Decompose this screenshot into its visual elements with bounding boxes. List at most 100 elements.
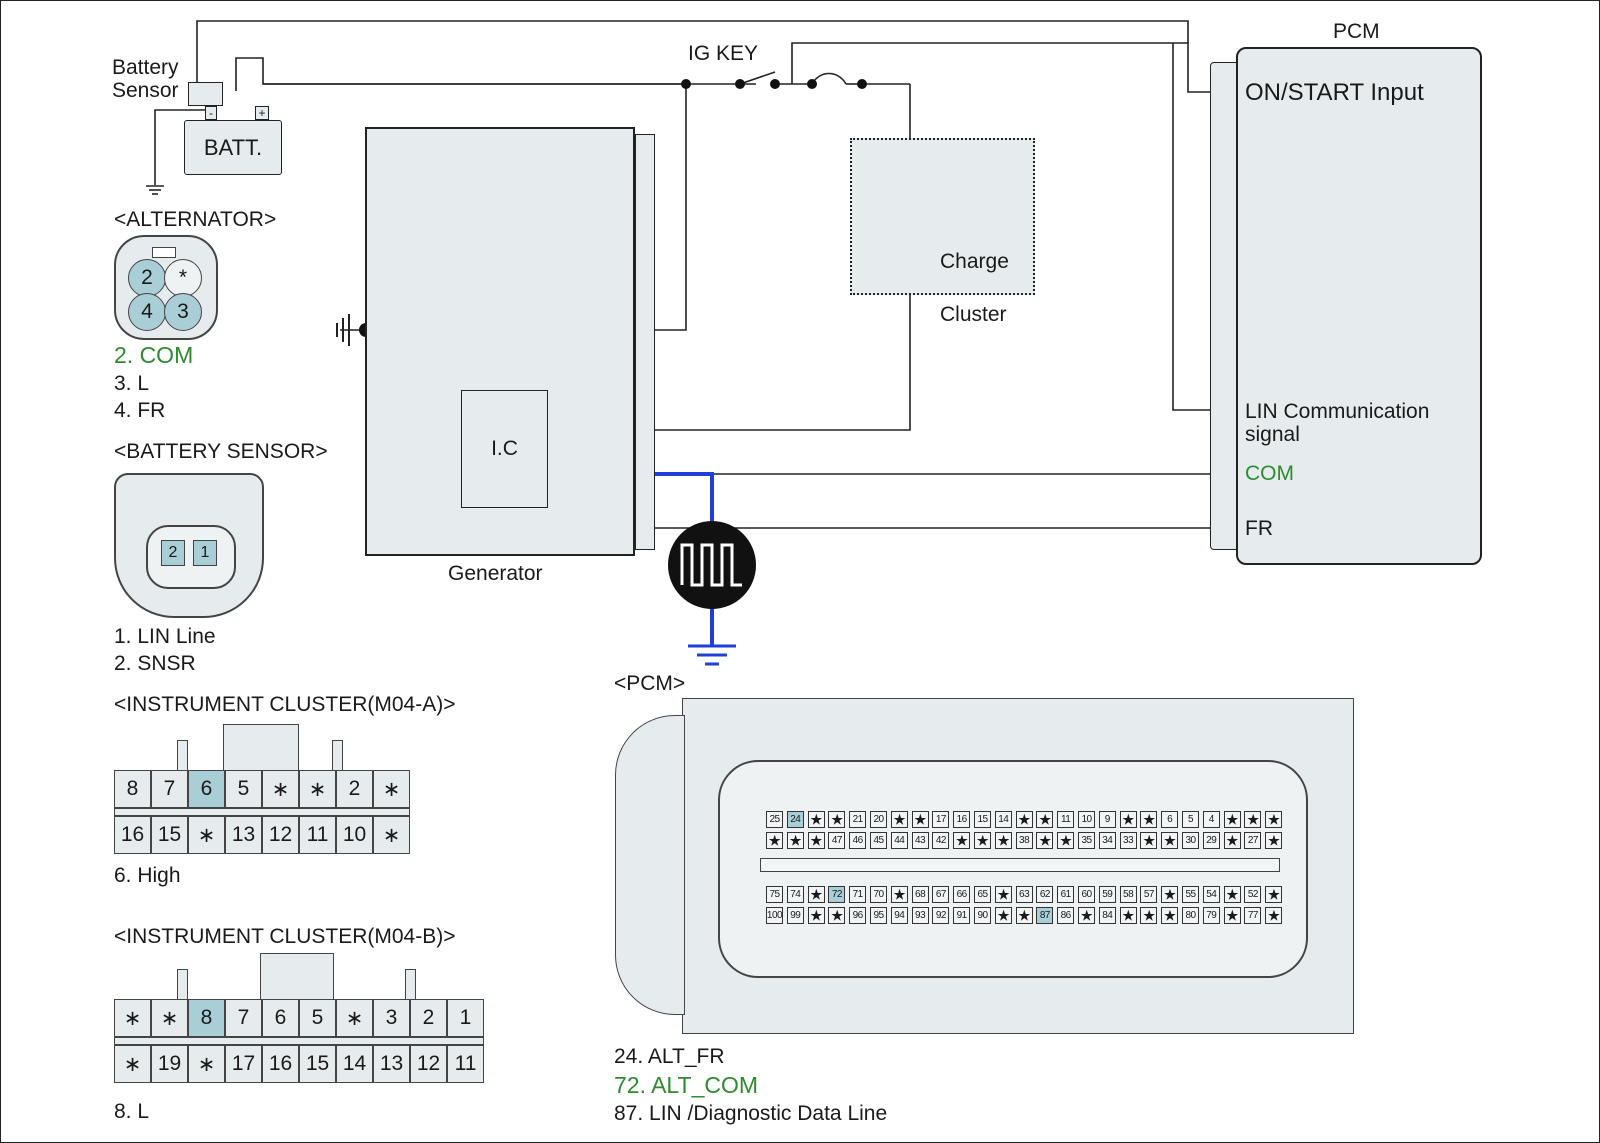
cluster-pin: ∗ <box>373 816 410 854</box>
cluster-pin: 16 <box>262 1045 299 1083</box>
pcm-pin: ★ <box>1223 886 1241 903</box>
pcm-pin: 15 <box>974 811 991 828</box>
pcm-pin: ★ <box>974 832 991 849</box>
pcm-pin: 21 <box>849 811 867 828</box>
pcm-pin: ★ <box>1161 832 1179 849</box>
pcm-pin: 67 <box>932 886 950 903</box>
battery-sensor-connector: 2 1 <box>114 473 264 618</box>
pcm-pin: ★ <box>1140 811 1158 828</box>
alternator-legend: 4. FR <box>114 399 166 422</box>
pcm-pin: 71 <box>849 886 867 903</box>
pcm-pin: 24 <box>786 811 804 828</box>
battery-sensor-block <box>188 82 223 106</box>
alternator-legend: 2. COM <box>114 342 194 368</box>
pcm-pin: 54 <box>1202 886 1220 903</box>
pcm-pin-fr: FR <box>1245 517 1273 540</box>
pcm-pin: 66 <box>953 886 971 903</box>
pcm-pin: 43 <box>911 832 929 849</box>
cluster-divider <box>114 1037 484 1045</box>
pcm-pin: 72 <box>828 886 846 903</box>
battery-sensor-pin: 1 <box>193 540 217 566</box>
pcm-block <box>1236 47 1482 565</box>
pcm-pin: ★ <box>1057 832 1075 849</box>
wire-cluster-to-generator-l <box>650 245 911 431</box>
pcm-connector-lever <box>615 715 685 1015</box>
cluster-pin: ∗ <box>114 1045 151 1083</box>
generator-ground-icon <box>336 314 350 346</box>
cluster-b-latch <box>260 953 334 1001</box>
cluster-pin: 5 <box>299 999 336 1037</box>
cluster-pin: 10 <box>336 816 373 854</box>
pcm-pin: 87 <box>1036 907 1054 924</box>
pcm-pin: 52 <box>1244 886 1262 903</box>
pcm-pin: 30 <box>1182 832 1199 849</box>
pcm-pin: 62 <box>1036 886 1054 903</box>
charge-lamp-label: Charge <box>940 250 1009 273</box>
cluster-b-title: <INSTRUMENT CLUSTER(M04-B)> <box>114 925 456 948</box>
cluster-pin: 8 <box>114 770 151 808</box>
alternator-pin: * <box>164 259 202 297</box>
pcm-pin: 79 <box>1202 907 1220 924</box>
pcm-pin: 20 <box>870 811 887 828</box>
cluster-pin: 16 <box>114 816 151 854</box>
cluster-pin: 7 <box>225 999 262 1037</box>
cluster-pin: 11 <box>299 816 336 854</box>
pcm-pin: 14 <box>994 811 1012 828</box>
pcm-pin: ★ <box>1036 832 1054 849</box>
pcm-pin: ★ <box>828 907 846 924</box>
pcm-pin: ★ <box>807 886 825 903</box>
cluster-pin: 5 <box>225 770 262 808</box>
pcm-pin: 4 <box>1202 811 1220 828</box>
cluster-pin: 2 <box>410 999 447 1037</box>
pcm-pin: ★ <box>994 907 1012 924</box>
pcm-legend: 87. LIN /Diagnostic Data Line <box>614 1102 888 1125</box>
pcm-pin: 61 <box>1057 886 1075 903</box>
pcm-pin: 47 <box>828 832 846 849</box>
pcm-pin: 34 <box>1098 832 1116 849</box>
pcm-pin: ★ <box>994 832 1012 849</box>
cluster-pin: ∗ <box>114 999 151 1037</box>
wire-lin <box>1172 43 1223 411</box>
pcm-pin: 10 <box>1078 811 1095 828</box>
cluster-pin: ∗ <box>336 999 373 1037</box>
fuse-icon <box>811 72 847 85</box>
pcm-pin: 95 <box>870 907 887 924</box>
pcm-connector-strip <box>1210 62 1240 550</box>
cluster-pin: ∗ <box>151 999 188 1037</box>
cluster-pin: 6 <box>262 999 299 1037</box>
pcm-pin: 59 <box>1098 886 1116 903</box>
pcm-pin-on-start: ON/START Input <box>1245 79 1424 106</box>
pcm-pin: ★ <box>890 886 908 903</box>
pcm-pin: 90 <box>974 907 991 924</box>
cluster-pin: 1 <box>447 999 484 1037</box>
pcm-pin: 63 <box>1015 886 1033 903</box>
pcm-pin: 80 <box>1182 907 1199 924</box>
pcm-pin: ★ <box>911 811 929 828</box>
pcm-pin: 9 <box>1098 811 1116 828</box>
pcm-pin: ★ <box>1244 811 1262 828</box>
pcm-pin: ★ <box>786 832 804 849</box>
pcm-pin: 92 <box>932 907 950 924</box>
signal-ground-icon <box>688 644 736 666</box>
pcm-pin: ★ <box>1119 907 1137 924</box>
pcm-pin: ★ <box>1015 907 1033 924</box>
pcm-pin: 74 <box>786 886 804 903</box>
ground-icon <box>146 185 164 195</box>
pcm-pin: 94 <box>890 907 908 924</box>
pcm-center-rail <box>760 858 1280 872</box>
cluster-a-latch <box>223 724 299 772</box>
pcm-pin: ★ <box>953 832 971 849</box>
cluster-pin: ∗ <box>299 770 336 808</box>
cluster-pin: ∗ <box>188 816 225 854</box>
wire-battery-plus <box>235 57 690 91</box>
pcm-pin: ★ <box>1119 811 1137 828</box>
pcm-pin-lin: LIN Communication <box>1245 400 1430 423</box>
pcm-pin: ★ <box>766 832 783 849</box>
battery-sensor-label: Battery <box>112 56 179 79</box>
pcm-pin: ★ <box>994 886 1012 903</box>
battery-sensor-pin: 2 <box>161 540 185 566</box>
pcm-legend: 72. ALT_COM <box>614 1072 759 1098</box>
cluster-pin: 12 <box>410 1045 447 1083</box>
pcm-pin: ★ <box>1161 886 1179 903</box>
generator-connector-strip <box>635 134 655 550</box>
